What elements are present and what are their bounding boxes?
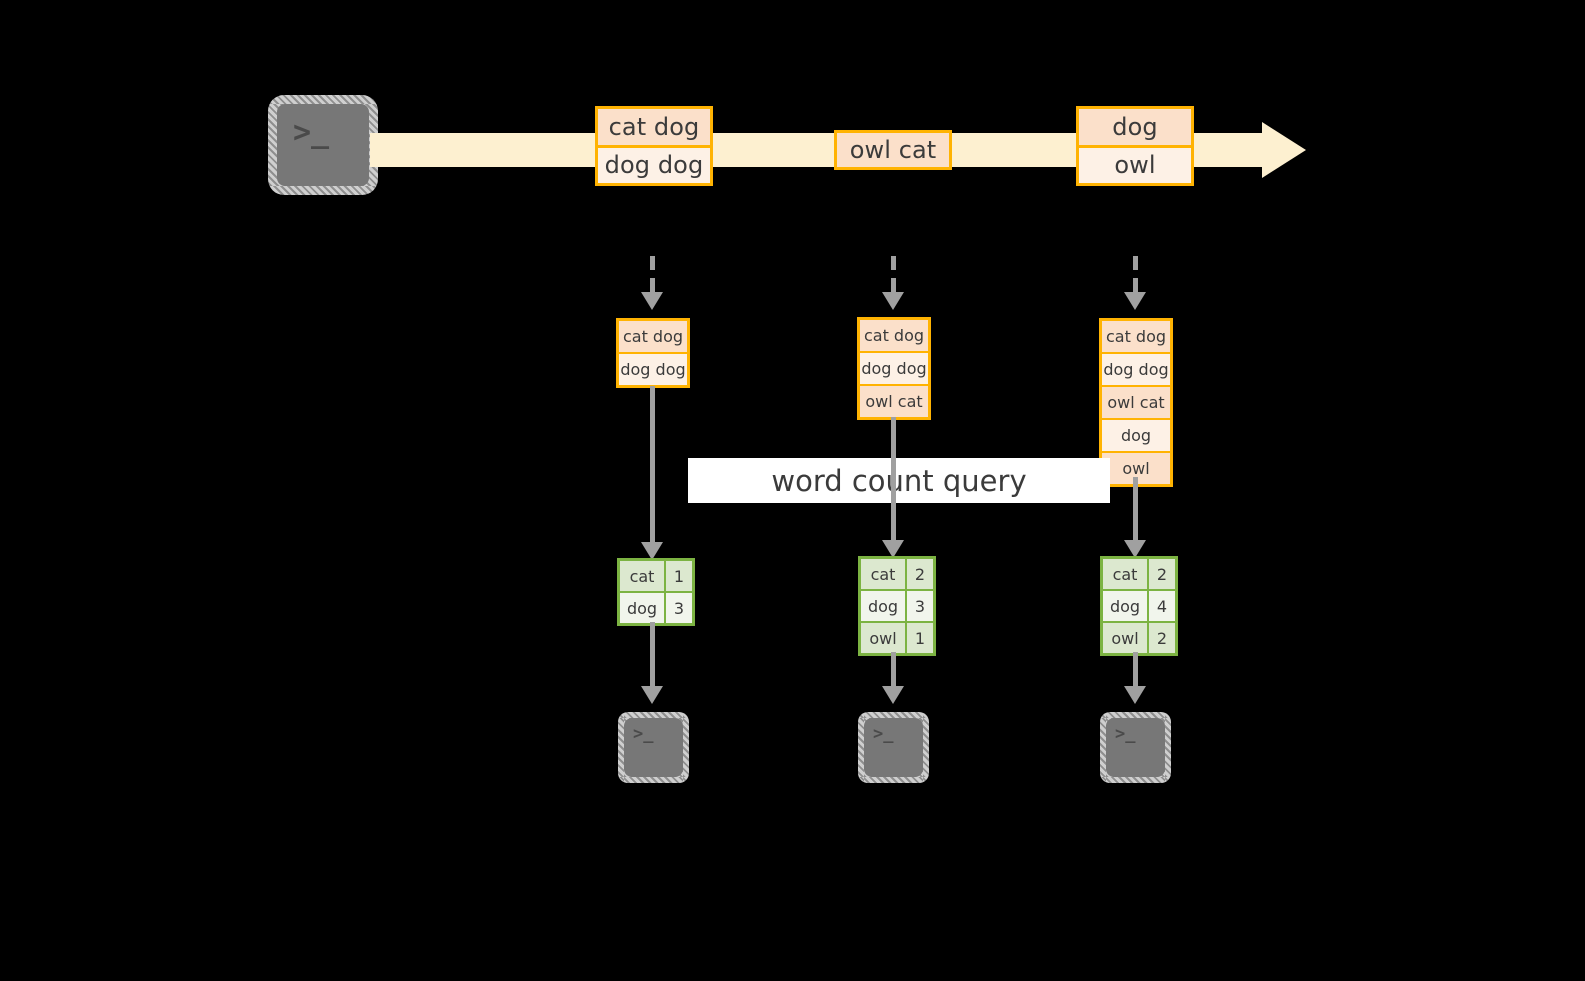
stream-to-snapshot-arrowhead-icon (641, 292, 663, 310)
result-word: cat (620, 561, 664, 591)
result-count: 2 (1149, 623, 1175, 653)
stream-event-line: dog (1079, 109, 1191, 148)
terminal-screen (1106, 718, 1165, 777)
result-count: 3 (907, 591, 933, 621)
snapshot-to-result-connector-2-overlay (891, 458, 896, 503)
snapshot-row: owl cat (860, 386, 928, 417)
result-table-1: cat 1 dog 3 (617, 558, 695, 626)
sink-terminal-icon-3: >_ (1100, 712, 1171, 783)
snapshot-row: dog dog (1102, 354, 1170, 385)
terminal-prompt: >_ (633, 724, 654, 744)
result-word: cat (1103, 559, 1147, 589)
result-row: owl 2 (1103, 623, 1175, 653)
snapshot-table-1: cat dog dog dog (616, 318, 690, 388)
result-to-sink-arrowhead-icon (1124, 686, 1146, 704)
sink-terminal-icon-2: >_ (858, 712, 929, 783)
result-count: 3 (666, 593, 692, 623)
snapshot-to-result-arrowhead-icon (641, 542, 663, 560)
query-label: word count query (688, 458, 1110, 503)
terminal-screen (624, 718, 683, 777)
result-count: 4 (1149, 591, 1175, 621)
result-to-sink-connector-3 (1133, 652, 1138, 692)
snapshot-row: dog dog (619, 354, 687, 385)
result-to-sink-connector-2 (891, 652, 896, 692)
sink-terminal-icon-1: >_ (618, 712, 689, 783)
stream-to-snapshot-arrowhead-icon (1124, 292, 1146, 310)
stream-event-line: owl (1079, 147, 1191, 183)
stream-to-snapshot-connector (650, 256, 655, 294)
snapshot-to-result-connector-3 (1133, 477, 1138, 548)
stream-event-line: cat dog (598, 109, 710, 148)
result-count: 2 (907, 559, 933, 589)
result-row: cat 2 (1103, 559, 1175, 589)
snapshot-row: cat dog (1102, 321, 1170, 352)
result-table-2: cat 2 dog 3 owl 1 (858, 556, 936, 656)
snapshot-row: cat dog (860, 320, 928, 351)
snapshot-to-result-connector-1 (650, 386, 655, 550)
stream-event-2: owl cat (834, 130, 952, 170)
stream-event-line: owl cat (837, 133, 949, 167)
result-word: dog (861, 591, 905, 621)
result-row: dog 3 (861, 591, 933, 621)
result-to-sink-connector-1 (650, 622, 655, 692)
result-to-sink-arrowhead-icon (882, 686, 904, 704)
terminal-screen (864, 718, 923, 777)
result-row: cat 2 (861, 559, 933, 589)
terminal-prompt: >_ (293, 115, 330, 150)
terminal-prompt: >_ (1115, 724, 1136, 744)
result-to-sink-arrowhead-icon (641, 686, 663, 704)
snapshot-table-3: cat dog dog dog owl cat dog owl (1099, 318, 1173, 487)
result-word: dog (620, 593, 664, 623)
snapshot-row: dog dog (860, 353, 928, 384)
terminal-screen (277, 104, 369, 186)
result-table-3: cat 2 dog 4 owl 2 (1100, 556, 1178, 656)
terminal-prompt: >_ (873, 724, 894, 744)
result-word: dog (1103, 591, 1147, 621)
snapshot-row: cat dog (619, 321, 687, 352)
stream-to-snapshot-arrowhead-icon (882, 292, 904, 310)
stream-event-line: dog dog (598, 147, 710, 183)
result-row: owl 1 (861, 623, 933, 653)
snapshot-row: dog (1102, 420, 1170, 451)
stream-to-snapshot-connector (1133, 256, 1138, 294)
source-terminal-icon: >_ (268, 95, 378, 195)
stream-event-3: dog owl (1076, 106, 1194, 186)
stream-to-snapshot-connector (891, 256, 896, 294)
snapshot-to-result-arrowhead-icon (882, 540, 904, 558)
snapshot-to-result-arrowhead-icon (1124, 540, 1146, 558)
stream-event-1: cat dog dog dog (595, 106, 713, 186)
result-row: dog 3 (620, 593, 692, 623)
stream-arrowhead-icon (1262, 122, 1309, 178)
result-word: owl (861, 623, 905, 653)
result-row: cat 1 (620, 561, 692, 591)
result-count: 1 (907, 623, 933, 653)
snapshot-row: owl cat (1102, 387, 1170, 418)
result-count: 1 (666, 561, 692, 591)
result-word: cat (861, 559, 905, 589)
result-word: owl (1103, 623, 1147, 653)
result-row: dog 4 (1103, 591, 1175, 621)
result-count: 2 (1149, 559, 1175, 589)
snapshot-table-2: cat dog dog dog owl cat (857, 317, 931, 420)
